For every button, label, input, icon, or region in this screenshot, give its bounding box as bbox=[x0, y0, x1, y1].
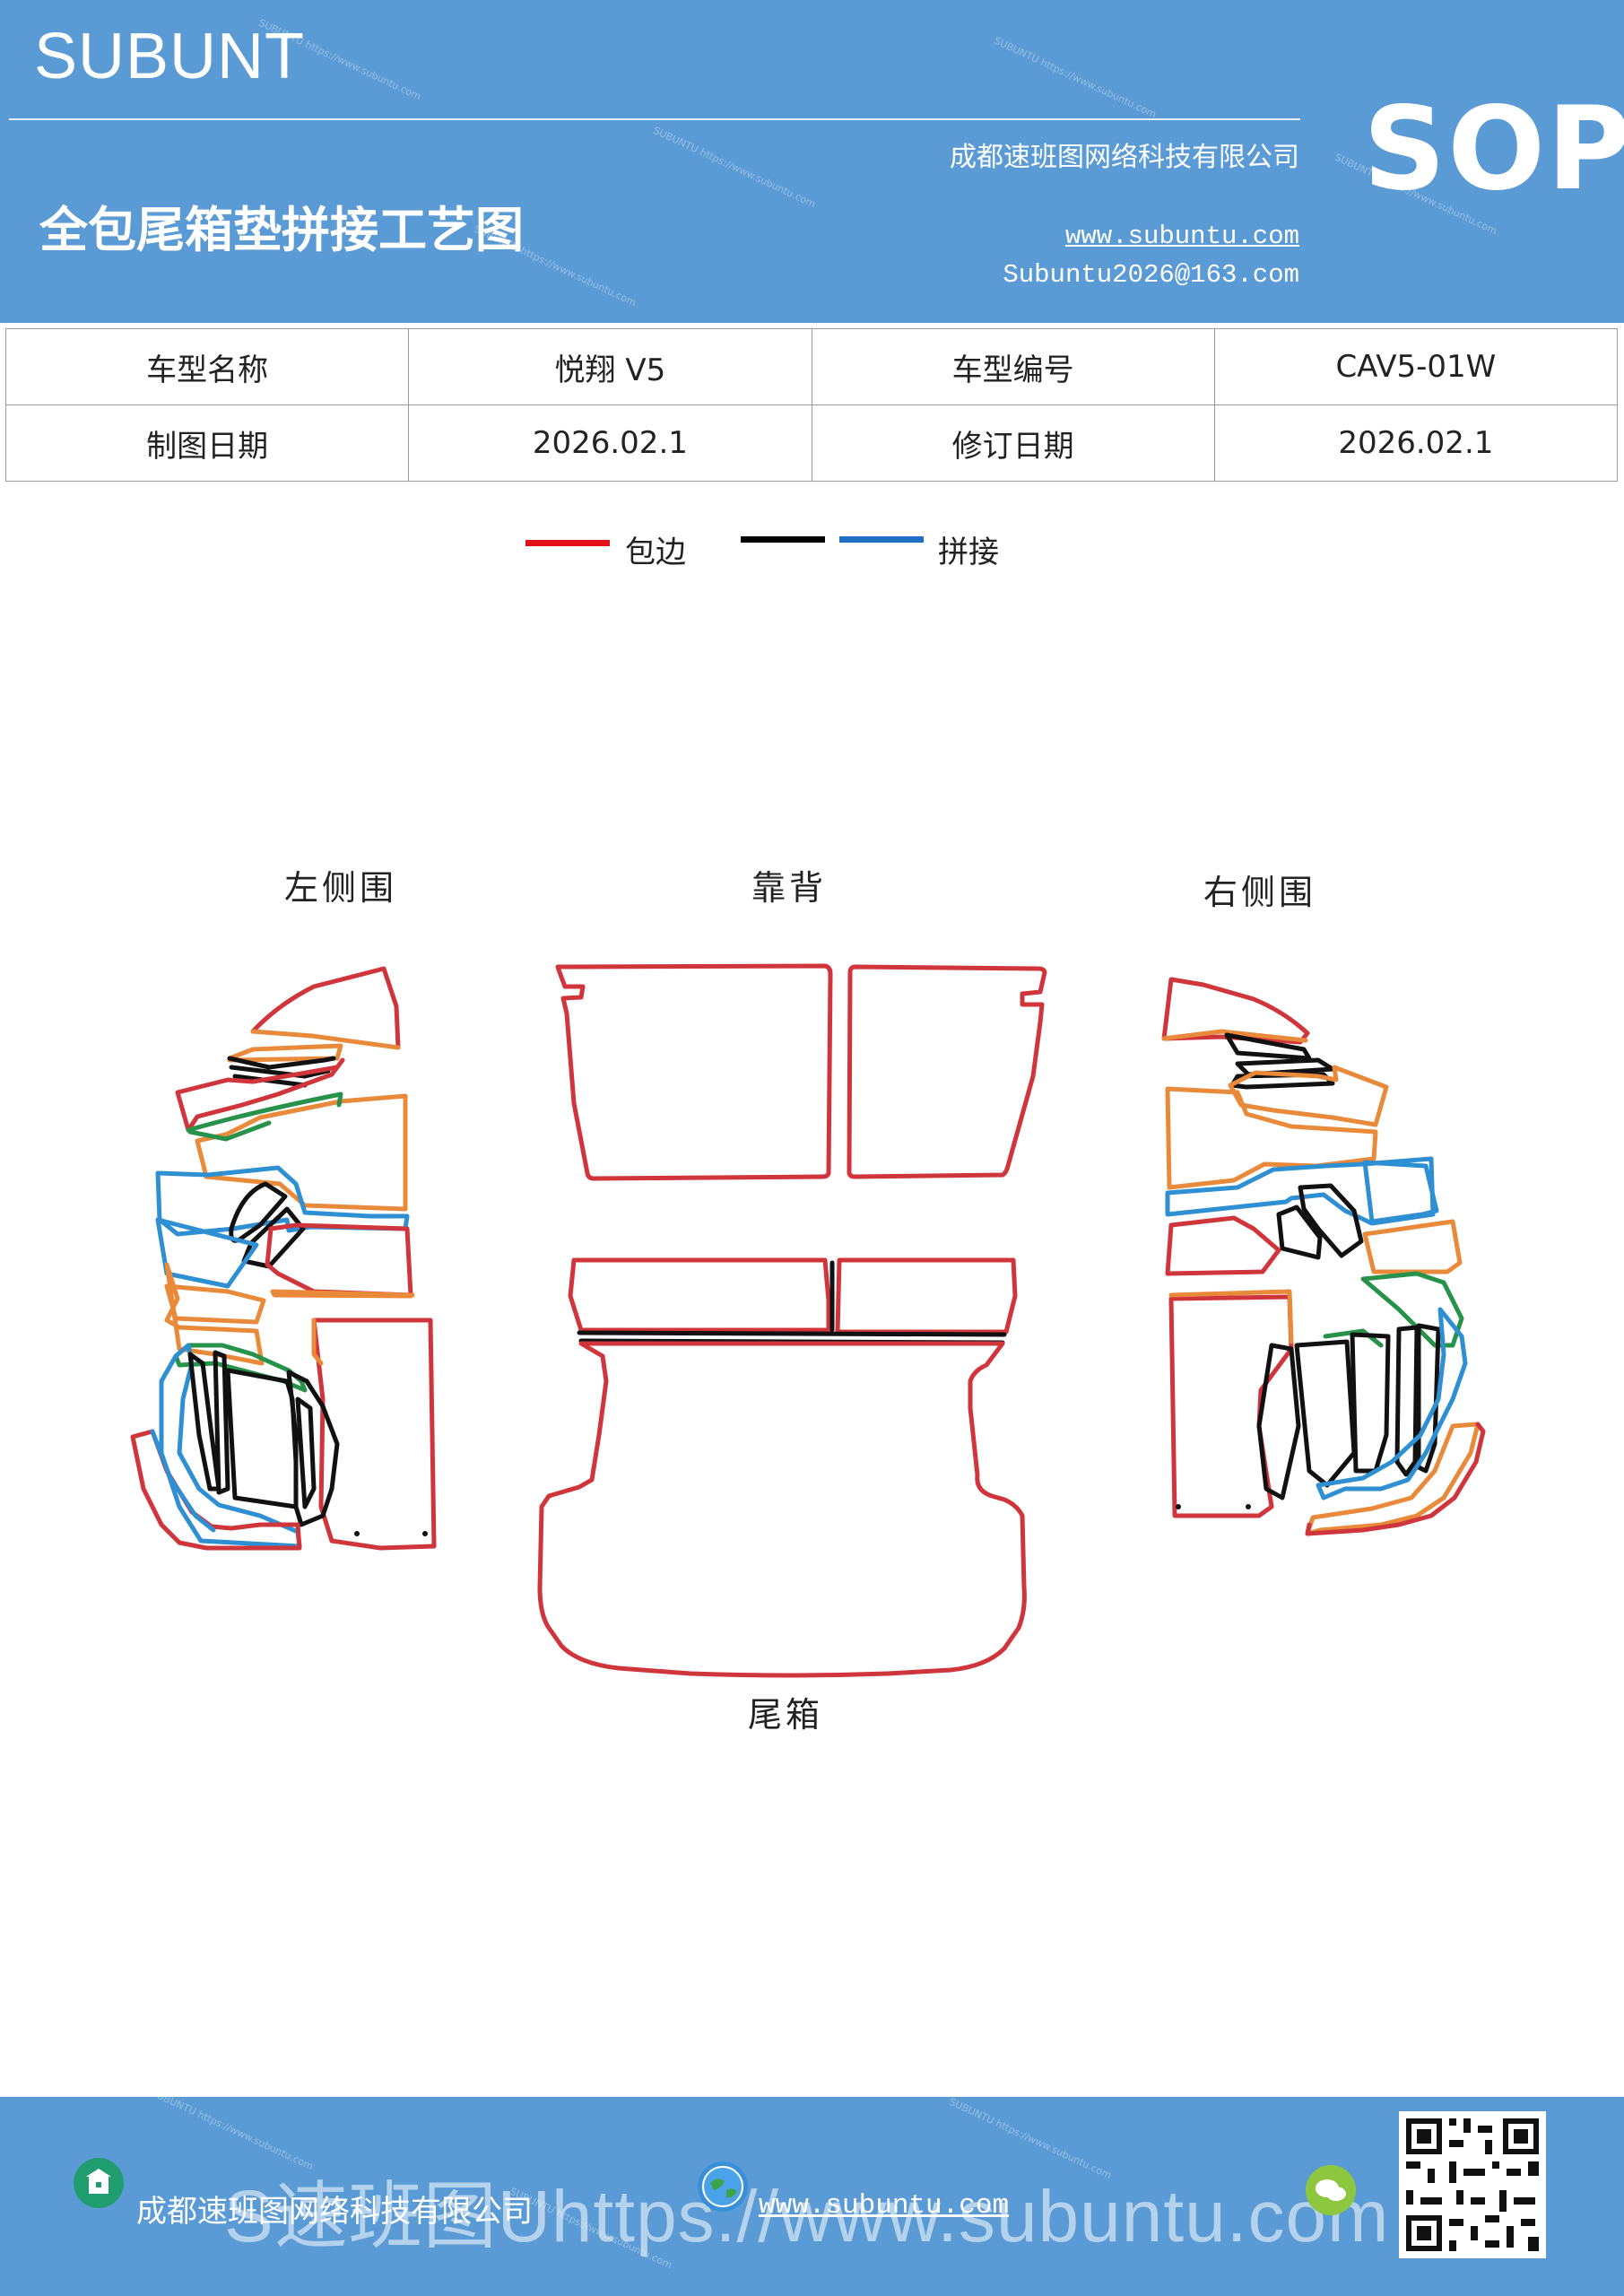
footer-overlay-text: S速班图Uhttps://www.subuntu.com bbox=[224, 2176, 1390, 2257]
table-cell: 悦翔 V5 bbox=[408, 328, 812, 405]
email-address[interactable]: Subuntu2026@163.com bbox=[1003, 260, 1299, 290]
footer-company-name: 成都速班图网络科技有限公司 bbox=[136, 2194, 533, 2230]
backrest-lower-right-panel bbox=[835, 1257, 1018, 1335]
qr-code-icon bbox=[1399, 2111, 1546, 2258]
left-panel-14 bbox=[286, 1370, 340, 1527]
marker-dot bbox=[354, 1531, 360, 1536]
building-icon bbox=[86, 2169, 111, 2194]
left-side-panels bbox=[130, 966, 437, 1551]
label-backrest: 靠背 bbox=[751, 868, 827, 908]
label-right-side: 右侧围 bbox=[1203, 873, 1316, 912]
left-panel-6 bbox=[155, 1217, 259, 1289]
right-panel-9 bbox=[1168, 1294, 1294, 1518]
right-panel-5-insert bbox=[1276, 1183, 1364, 1260]
backrest-panels bbox=[555, 963, 1047, 1345]
marker-dot bbox=[1246, 1504, 1251, 1509]
legend-label-seam: 拼接 bbox=[938, 535, 999, 570]
website-link[interactable]: www.subuntu.com bbox=[1064, 222, 1299, 251]
footer-website-link[interactable]: www.subuntu.com bbox=[759, 2190, 1010, 2222]
right-panel-8 bbox=[1362, 1219, 1463, 1274]
company-name: 成都速班图网络科技有限公司 bbox=[950, 142, 1299, 173]
legend: 包边 拼接 bbox=[0, 526, 1624, 579]
label-trunk: 尾箱 bbox=[748, 1695, 823, 1735]
marker-dot bbox=[422, 1531, 428, 1536]
right-panel-top bbox=[1161, 1029, 1308, 1043]
table-cell: 修订日期 bbox=[811, 404, 1215, 482]
vehicle-info-table: 车型名称 悦翔 V5 车型编号 CAV5-01W 制图日期 2026.02.1 … bbox=[4, 328, 1619, 482]
marker-dot bbox=[1176, 1504, 1181, 1509]
table-cell: 2026.02.1 bbox=[408, 404, 812, 482]
left-panel-12 bbox=[159, 1343, 302, 1549]
table-row: 制图日期 2026.02.1 修订日期 2026.02.1 bbox=[4, 404, 1619, 482]
right-panel-12 bbox=[1350, 1323, 1441, 1477]
left-panel-7 bbox=[265, 1222, 413, 1298]
wechat-icon bbox=[1306, 2165, 1356, 2215]
right-panel-11 bbox=[1256, 1339, 1357, 1500]
legend-label-edge: 包边 bbox=[625, 535, 686, 570]
left-panel-13 bbox=[187, 1350, 299, 1509]
table-cell: 2026.02.1 bbox=[1213, 404, 1619, 482]
wechat-icon bbox=[1316, 2179, 1346, 2201]
left-panel-9 bbox=[270, 1289, 415, 1299]
left-panel-7 bbox=[164, 1283, 266, 1325]
legend-swatch-seam bbox=[839, 536, 924, 543]
right-panel-9-seam bbox=[1168, 1289, 1294, 1344]
right-panel-14 bbox=[1305, 1422, 1481, 1536]
left-panel-top bbox=[250, 966, 401, 1050]
backrest-lower-left-panel bbox=[568, 1257, 831, 1333]
footer-banner: SUBUNTU https://www.subuntu.com SUBUNTU … bbox=[0, 2097, 1624, 2296]
brand-name: SUBUNT bbox=[34, 21, 306, 92]
header-divider bbox=[9, 118, 1300, 120]
header-banner: SUBUNTU https://www.subuntu.com SUBUNTU … bbox=[0, 0, 1624, 323]
left-panel-8 bbox=[164, 1262, 265, 1366]
left-panel-11 bbox=[311, 1318, 437, 1551]
watermark: SUBUNTU https://www.subuntu.com bbox=[992, 34, 1159, 121]
table-cell: 车型名称 bbox=[4, 328, 410, 405]
right-panel-7 bbox=[1165, 1215, 1281, 1276]
table-cell: 制图日期 bbox=[4, 404, 410, 482]
right-panel-3 bbox=[1228, 1065, 1389, 1127]
backrest-right-panel bbox=[847, 964, 1047, 1179]
right-side-panels bbox=[1161, 977, 1486, 1536]
building-icon bbox=[74, 2158, 124, 2208]
globe-icon bbox=[698, 2161, 748, 2212]
globe-icon bbox=[702, 2166, 743, 2207]
backrest-seam bbox=[577, 1330, 1007, 1337]
document-title: 全包尾箱垫拼接工艺图 bbox=[39, 202, 524, 258]
left-panel-3 bbox=[175, 1057, 345, 1133]
qr-code-icon bbox=[1406, 2118, 1539, 2251]
cutting-pattern-diagram: 左侧围 靠背 右侧围 尾箱 bbox=[130, 868, 1486, 1735]
table-cell: 车型编号 bbox=[811, 328, 1215, 405]
trunk-floor-panel bbox=[537, 1341, 1027, 1678]
table-cell: CAV5-01W bbox=[1213, 328, 1619, 405]
right-panel-13 bbox=[1316, 1307, 1468, 1500]
left-panel-top bbox=[250, 1029, 401, 1050]
right-panel-4 bbox=[1165, 1086, 1378, 1190]
table-row: 车型名称 悦翔 V5 车型编号 CAV5-01W bbox=[4, 328, 1619, 405]
left-panel-4-seam bbox=[186, 1091, 343, 1142]
left-panel-11-seam bbox=[311, 1318, 324, 1366]
sop-badge: SOP bbox=[1363, 83, 1624, 216]
legend-swatch-black bbox=[741, 536, 825, 543]
legend-swatch-edge bbox=[525, 540, 610, 546]
left-panel-15-seam bbox=[150, 1429, 216, 1533]
right-panel-top bbox=[1161, 977, 1310, 1045]
left-panel-4 bbox=[195, 1093, 408, 1212]
right-panel-15 bbox=[1305, 1422, 1486, 1536]
backrest-left-panel bbox=[555, 963, 833, 1181]
label-left-side: 左侧围 bbox=[284, 868, 397, 908]
watermark: SUBUNTU https://www.subuntu.com bbox=[651, 124, 818, 211]
right-panel-6 bbox=[1362, 1160, 1439, 1224]
